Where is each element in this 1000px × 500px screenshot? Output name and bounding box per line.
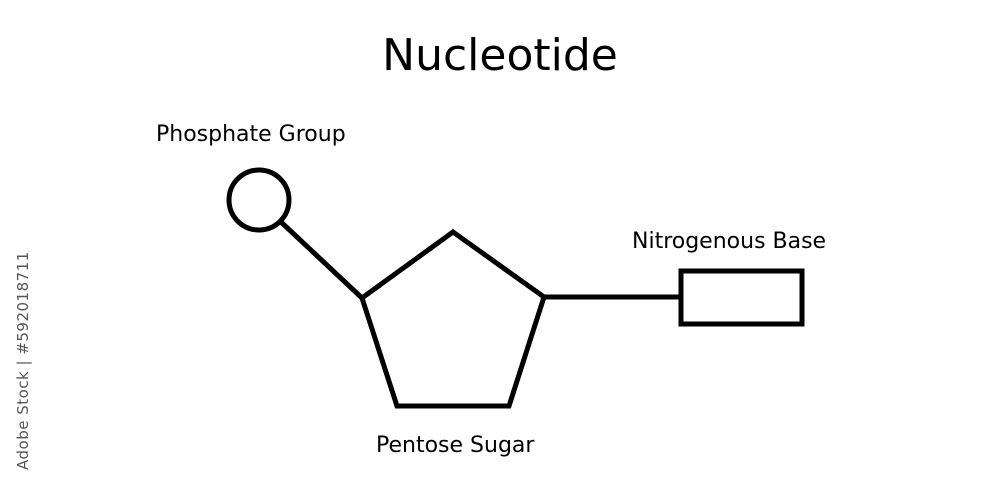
phosphate-sugar-bond xyxy=(278,219,365,301)
phosphate-group-circle xyxy=(226,167,292,233)
nitrogenous-base-rectangle xyxy=(678,268,805,327)
watermark-text: Adobe Stock | #592018711 xyxy=(14,251,32,470)
pentose-sugar-label: Pentose Sugar xyxy=(376,433,535,458)
pentose-sugar-pentagon xyxy=(359,228,547,409)
nitrogenous-base-label: Nitrogenous Base xyxy=(632,229,827,254)
stock-watermark: Adobe Stock | #592018711 xyxy=(12,251,32,480)
phosphate-group-label: Phosphate Group xyxy=(156,122,346,147)
diagram-title: Nucleotide xyxy=(382,30,618,81)
